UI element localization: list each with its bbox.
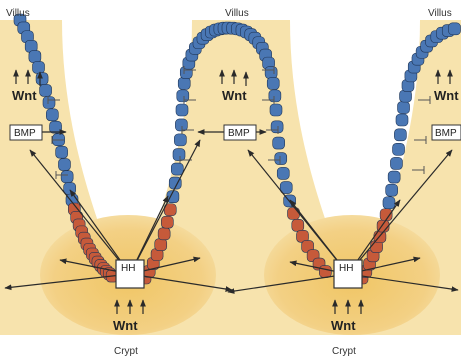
villus-cell [393, 143, 405, 155]
villus-cell [275, 153, 287, 165]
bmp-label-right: BMP [435, 128, 457, 139]
villus-cell [29, 51, 41, 63]
villus-cell [394, 129, 406, 141]
bmp-label-left: BMP [14, 128, 36, 139]
wnt-label-villus-center: Wnt [222, 88, 247, 103]
villus-cell [388, 171, 400, 183]
villus-cell [171, 163, 183, 175]
wnt-label-villus-left: Wnt [12, 88, 37, 103]
hh-box-left: HH [116, 260, 144, 288]
crypt-cell [292, 219, 304, 231]
villus-label-left: Villus [6, 8, 30, 19]
villus-cell [64, 183, 76, 195]
hh-label-left: HH [121, 263, 135, 274]
villus-cell [271, 121, 283, 133]
villus-label-right: Villus [428, 8, 452, 19]
villus-cell [265, 67, 277, 79]
villus-cell [36, 73, 48, 85]
crypt-cell [161, 216, 173, 228]
villus-cell [390, 157, 402, 169]
villus-cell [43, 97, 55, 109]
villus-cell [56, 146, 68, 158]
hh-box-right: HH [334, 260, 362, 288]
villus-cell [61, 171, 73, 183]
wnt-label-crypt-right: Wnt [331, 318, 356, 333]
villus-cell [178, 77, 190, 89]
villus-cell [270, 104, 282, 116]
villus-cell [400, 90, 412, 102]
villus-cell [174, 134, 186, 146]
villus-cell [383, 197, 395, 209]
crypt-label-left: Crypt [114, 346, 138, 357]
villus-label-center: Villus [225, 8, 249, 19]
villus-cell [267, 77, 279, 89]
bmp-box-center: BMP [224, 125, 256, 140]
crypt-cell [158, 228, 170, 240]
villus-cell [175, 119, 187, 131]
crypt-label-right: Crypt [332, 346, 356, 357]
crypt-cell [319, 266, 331, 278]
wnt-label-crypt-left: Wnt [113, 318, 138, 333]
villus-cell [273, 137, 285, 149]
bmp-box-right: BMP [432, 125, 461, 140]
villus-cell [277, 167, 289, 179]
crypt-cell [155, 239, 167, 251]
bmp-label-center: BMP [228, 128, 250, 139]
villus-cell [58, 159, 70, 171]
villus-cell [448, 23, 460, 35]
villus-cell [33, 61, 45, 73]
wnt-label-villus-right: Wnt [434, 88, 459, 103]
villus-cell [40, 84, 52, 96]
villus-cell [398, 102, 410, 114]
villus-cell [386, 184, 398, 196]
hh-label-right: HH [339, 263, 353, 274]
villus-cell [173, 149, 185, 161]
villus-cell [396, 114, 408, 126]
bmp-box-left: BMP [10, 125, 42, 140]
villus-cell [176, 104, 188, 116]
villus-cell [46, 109, 58, 121]
